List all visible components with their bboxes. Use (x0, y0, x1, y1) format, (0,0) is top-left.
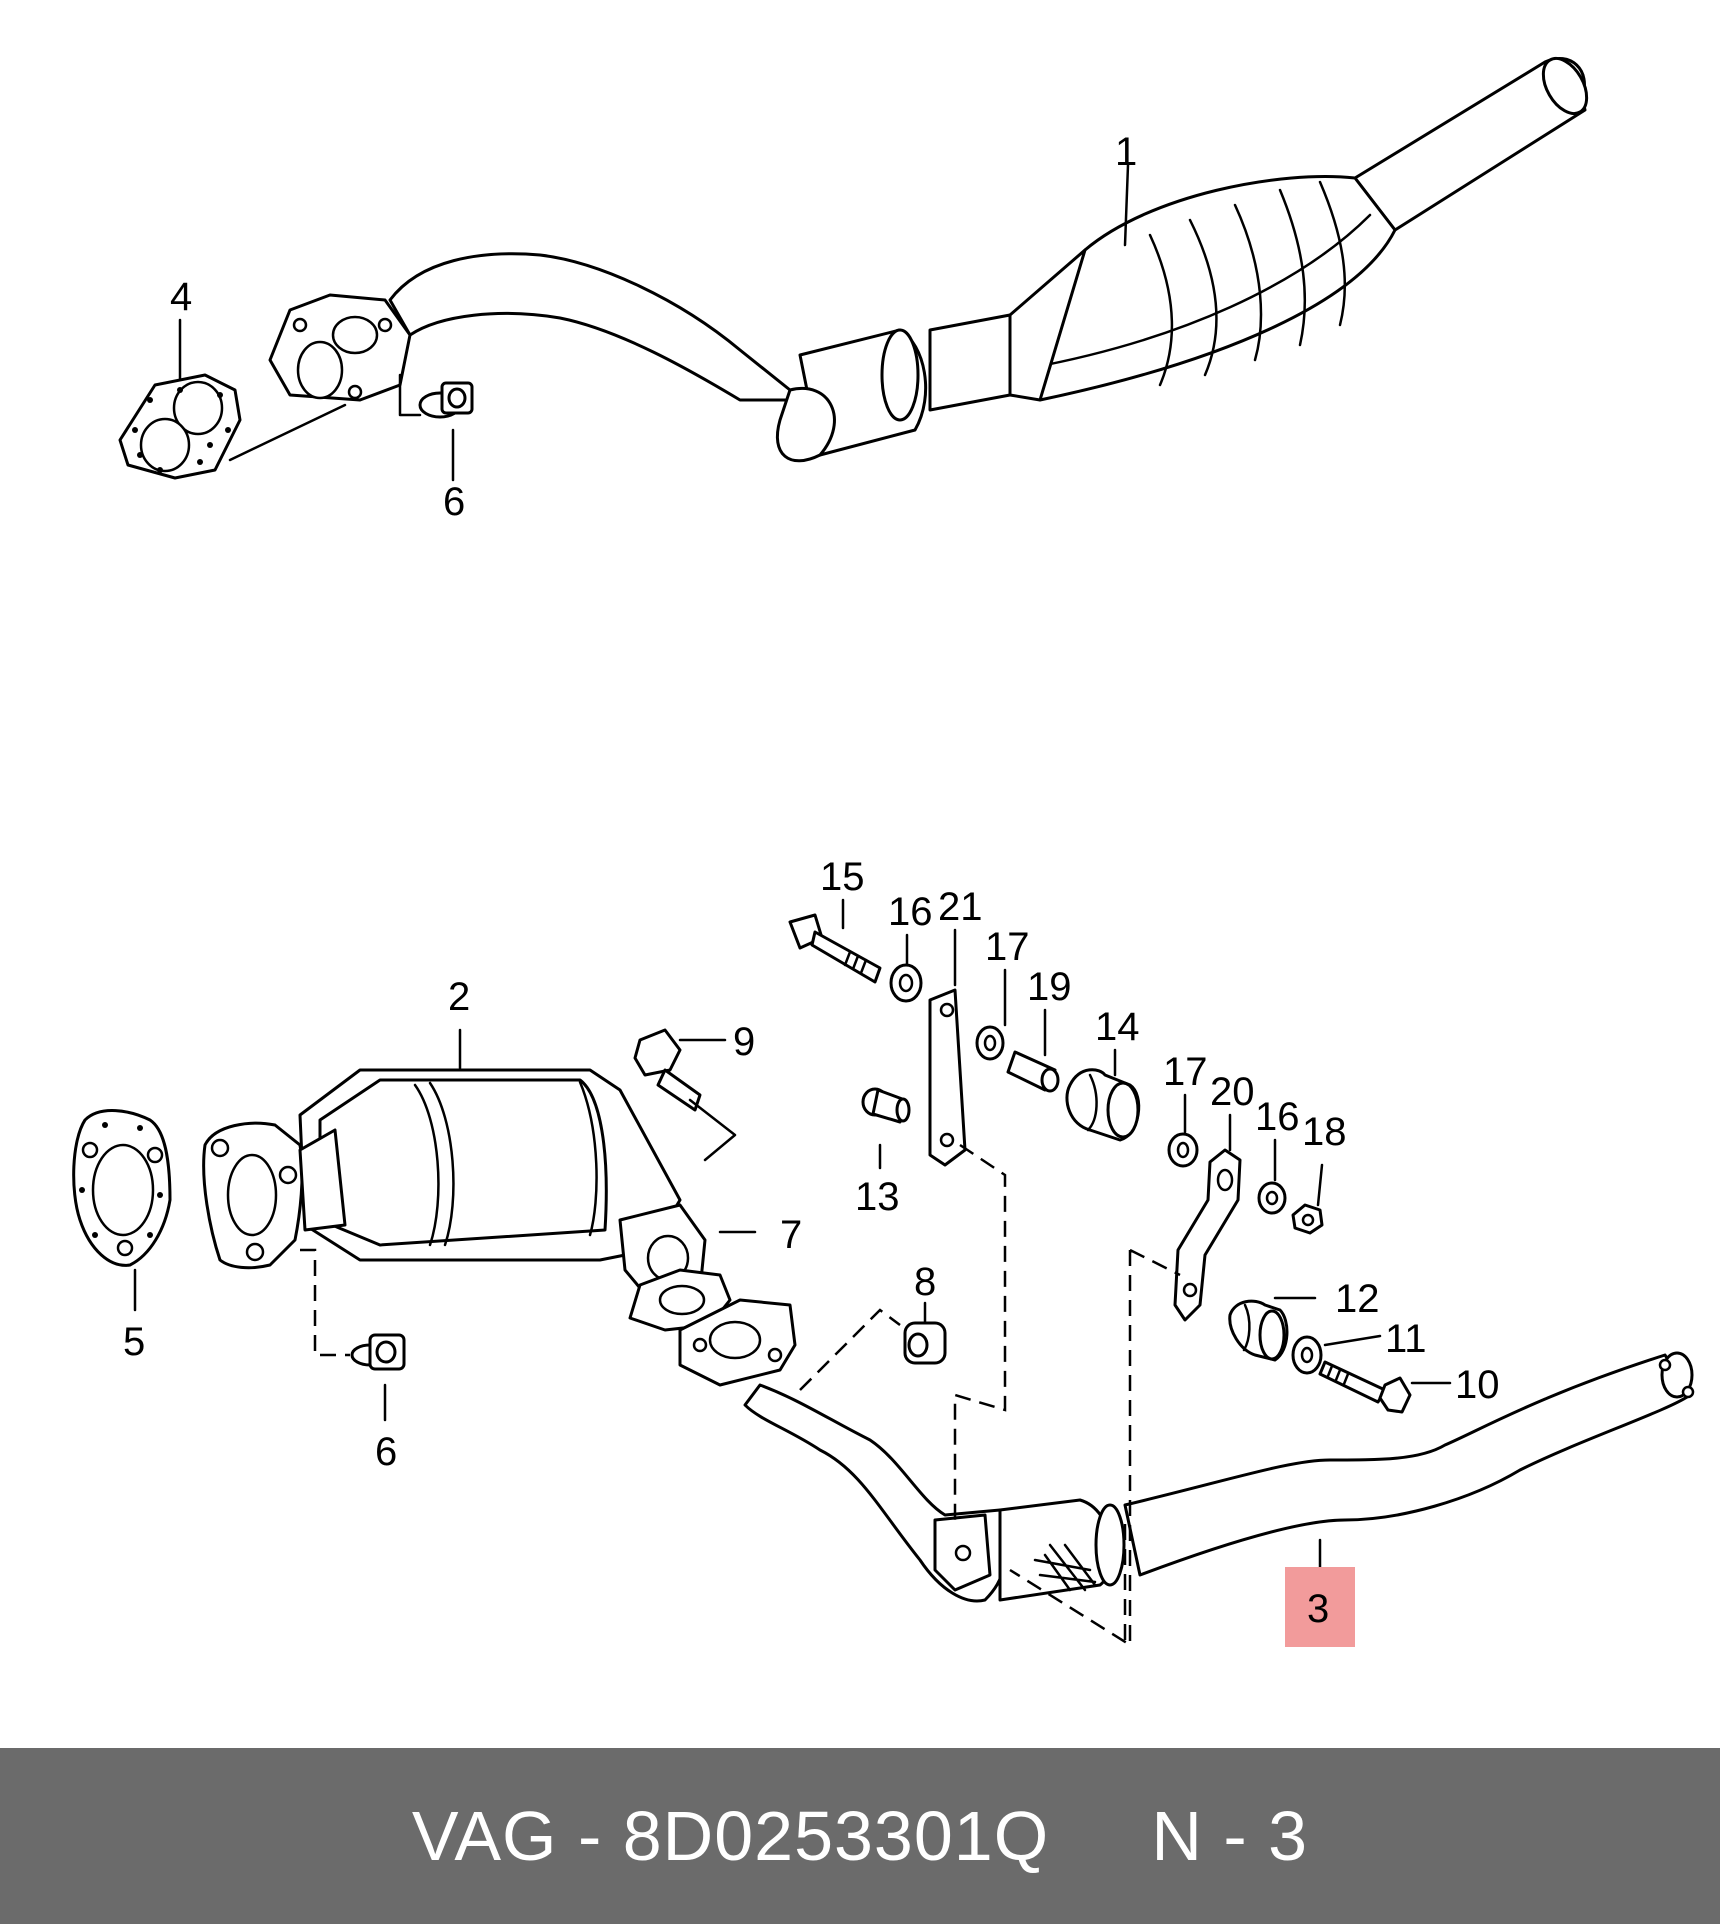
label-16-left: 16 (888, 890, 933, 934)
position-label: N - 3 (1151, 1797, 1309, 1875)
brand-name: VAG (411, 1797, 558, 1875)
flange-nut-6-bottom (350, 1333, 406, 1371)
bracket-20 (1173, 1148, 1242, 1322)
flange-nut-6-top (418, 381, 474, 419)
label-13: 13 (855, 1175, 900, 1219)
label-15: 15 (820, 855, 865, 899)
exhaust-parts-diagram: 1 4 6 2 9 7 5 6 8 13 15 16 21 17 19 14 1… (72, 56, 1695, 1648)
front-pipe-with-catalyst-top (268, 56, 1589, 463)
label-10: 10 (1455, 1363, 1500, 1407)
label-7: 7 (780, 1213, 802, 1257)
bracket-21 (928, 988, 967, 1167)
gap (1049, 1796, 1151, 1876)
bolt-9 (633, 1028, 737, 1162)
washer-16-right (1257, 1181, 1287, 1215)
label-4: 4 (170, 275, 192, 319)
part-number: 8D0253301Q (622, 1797, 1050, 1875)
label-1: 1 (1115, 130, 1137, 174)
label-16-right: 16 (1255, 1095, 1300, 1139)
nut-8 (903, 1321, 947, 1365)
label-9: 9 (733, 1020, 755, 1064)
callout-labels: 1 4 6 2 9 7 5 6 8 13 15 16 21 17 19 14 1… (123, 130, 1500, 1631)
label-17-left: 17 (985, 925, 1030, 969)
washer-17-left (975, 1025, 1005, 1061)
exhaust-pipe-3 (743, 1351, 1695, 1603)
label-18: 18 (1302, 1110, 1347, 1154)
label-5: 5 (123, 1320, 145, 1364)
catalytic-converter-2 (202, 1068, 732, 1332)
washer-16-left (889, 963, 923, 1003)
label-14: 14 (1095, 1005, 1140, 1049)
label-3: 3 (1307, 1587, 1329, 1631)
separator: - (557, 1797, 623, 1875)
rubber-bushing-14 (1065, 1068, 1141, 1142)
label-21: 21 (938, 885, 983, 929)
label-6-bottom: 6 (375, 1430, 397, 1474)
bolt-13 (861, 1087, 911, 1124)
intermediate-flange (678, 1298, 797, 1387)
label-6-top: 6 (443, 480, 465, 524)
bolt-10 (1318, 1360, 1412, 1414)
label-19: 19 (1027, 965, 1072, 1009)
gasket-5 (72, 1109, 172, 1267)
bolt-15 (788, 913, 882, 984)
washer-17-right (1167, 1132, 1199, 1168)
label-2: 2 (448, 975, 470, 1019)
gasket-4 (118, 373, 242, 480)
label-11: 11 (1385, 1317, 1427, 1361)
label-17-right: 17 (1163, 1050, 1208, 1094)
footer-bar: VAG - 8D0253301Q N - 3 (0, 1748, 1720, 1924)
label-12: 12 (1335, 1277, 1380, 1321)
nut-18 (1291, 1203, 1324, 1235)
highlight-box-3 (1285, 1567, 1355, 1647)
washer-11 (1291, 1335, 1323, 1375)
sleeve-19 (1006, 1050, 1060, 1093)
label-8: 8 (914, 1260, 936, 1304)
label-20: 20 (1210, 1070, 1255, 1114)
rubber-bushing-12 (1228, 1299, 1289, 1362)
leader-lines (133, 163, 1452, 1582)
